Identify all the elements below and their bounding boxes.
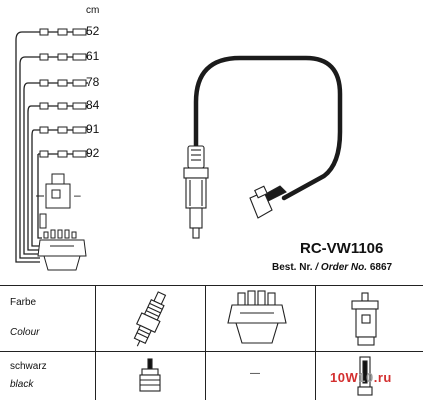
- component-table: [0, 285, 423, 400]
- row1-label-en: Colour: [10, 327, 40, 338]
- ignition-coil-icon: [36, 173, 71, 229]
- distributor-cap-icon: [37, 229, 87, 271]
- angled-boot: [249, 185, 287, 219]
- coil-dash: –: [74, 188, 81, 202]
- lead-connector-row-4: [38, 102, 88, 110]
- length-label-2: 61: [86, 49, 100, 63]
- plug-connector-icon: [139, 358, 161, 392]
- row2-label-de: schwarz: [10, 361, 47, 372]
- lead-connector-row-1: [38, 28, 88, 36]
- coil-connector-icon: [357, 356, 373, 396]
- length-label-4: 84: [86, 98, 100, 112]
- order-prefix: Best. Nr.: [272, 262, 313, 273]
- order-separator: /: [312, 262, 319, 273]
- length-unit: cm: [86, 5, 100, 16]
- order-number: 6867: [369, 262, 393, 273]
- ignition-coil-large-icon: [351, 292, 379, 346]
- lead-set-diagram: [15, 28, 343, 271]
- length-label-1: 52: [86, 24, 100, 38]
- row2-label-en: black: [10, 379, 34, 390]
- order-line: Best. Nr. / Order No. 6867: [272, 262, 392, 273]
- lead-connector-row-3: [38, 79, 88, 87]
- lead-connector-row-5: [38, 126, 88, 134]
- table-grid: [0, 285, 423, 400]
- length-label-6: 92: [86, 146, 100, 160]
- wire-bundle: [15, 31, 42, 263]
- product-model: RC-VW1106: [300, 240, 384, 257]
- order-label-en: Order No.: [320, 262, 368, 273]
- length-label-5: 91: [86, 122, 100, 136]
- spark-plug-icon: [133, 291, 167, 347]
- row1-label-de: Farbe: [10, 297, 37, 308]
- distributor-value-dash: —: [250, 368, 260, 379]
- length-label-3: 78: [86, 75, 100, 89]
- watermark-part2: 10: [358, 370, 374, 385]
- spark-plug-boot-straight: [183, 145, 209, 239]
- lead-connector-row-6: [38, 150, 88, 158]
- lead-connector-row-2: [38, 53, 88, 61]
- distributor-cap-large-icon: [227, 290, 287, 344]
- ignition-lead-main: [183, 55, 343, 239]
- watermark: 10W10.ru: [330, 370, 392, 385]
- watermark-part1: 10W: [330, 370, 359, 385]
- watermark-part3: .ru: [373, 370, 392, 385]
